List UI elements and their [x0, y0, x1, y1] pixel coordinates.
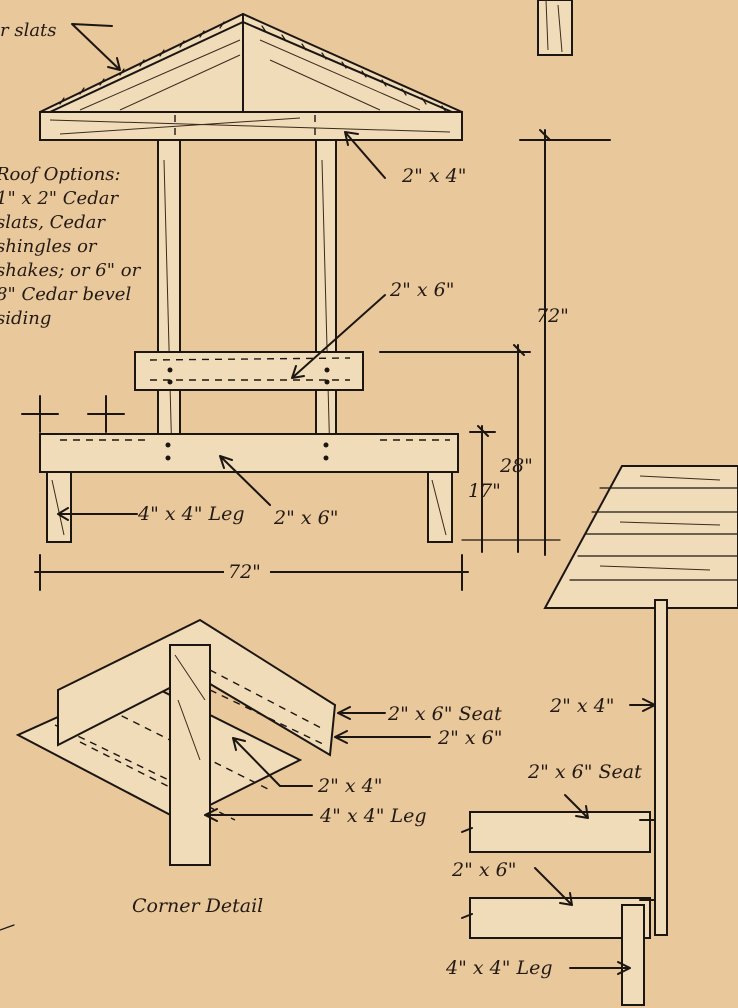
front-elevation — [21, 12, 611, 591]
leader-corner-2x4 — [232, 737, 313, 787]
label-corner-seat: 2" x 6" Seat — [387, 703, 502, 725]
label-side-leg: 4" x 4" Leg — [445, 957, 553, 979]
front-post-left — [157, 139, 181, 469]
side-section — [461, 465, 738, 1006]
leader-leg — [57, 507, 138, 521]
label-roof-options-2: 1" x 2" Cedar — [0, 188, 119, 209]
label-mid-2x6: 2" x 6" — [389, 279, 454, 301]
label-corner-detail: Corner Detail — [132, 895, 263, 917]
leader-corner-leg — [204, 808, 313, 822]
label-cedar-slats: r slats — [0, 20, 57, 41]
label-roof-options-7: siding — [0, 308, 51, 329]
leader-side-2x6 — [534, 867, 573, 906]
label-side-2x4: 2" x 4" — [549, 695, 614, 717]
label-roof-options-3: slats, Cedar — [0, 212, 106, 233]
label-height-17: 17" — [468, 480, 501, 502]
bench-base — [39, 433, 459, 473]
front-leg-left — [46, 471, 72, 543]
label-roof-options-5: shakes; or 6" or — [0, 260, 142, 281]
front-leg-right — [427, 471, 453, 543]
leader-side-leg — [569, 961, 631, 975]
label-corner-leg: 4" x 4" Leg — [319, 805, 427, 827]
leader-mid-2x6 — [291, 294, 386, 379]
label-roof-options-1: Roof Options: — [0, 164, 121, 185]
leader-side-seat — [564, 794, 589, 819]
label-roof-options-4: shingles or — [0, 236, 98, 257]
leader-roof-2x4 — [344, 131, 386, 179]
label-side-2x6: 2" x 6" — [451, 859, 516, 881]
corner-detail — [0, 618, 431, 931]
leader-base-2x6 — [219, 455, 271, 506]
leader-side-2x4 — [629, 698, 656, 712]
label-roof-2x4: 2" x 4" — [401, 165, 466, 187]
leader-corner-seat — [337, 706, 386, 720]
label-width-72: 72" — [228, 561, 261, 583]
label-corner-2x6: 2" x 6" — [437, 727, 502, 749]
label-corner-2x4: 2" x 4" — [317, 775, 382, 797]
label-side-seat: 2" x 6" Seat — [527, 761, 642, 783]
label-height-28: 28" — [499, 455, 533, 477]
label-leg-4x4: 4" x 4" Leg — [137, 503, 245, 525]
leader-slats — [71, 23, 121, 71]
leader-corner-2x6 — [334, 730, 431, 744]
label-roof-options-6: 8" Cedar bevel — [0, 284, 131, 305]
label-base-2x6: 2" x 6" — [273, 507, 338, 529]
roof-gable — [39, 12, 463, 113]
label-height-72: 72" — [536, 305, 569, 327]
top-fragment — [537, 0, 573, 56]
labels: r slats Roof Options: 1" x 2" Cedar slat… — [0, 20, 642, 979]
